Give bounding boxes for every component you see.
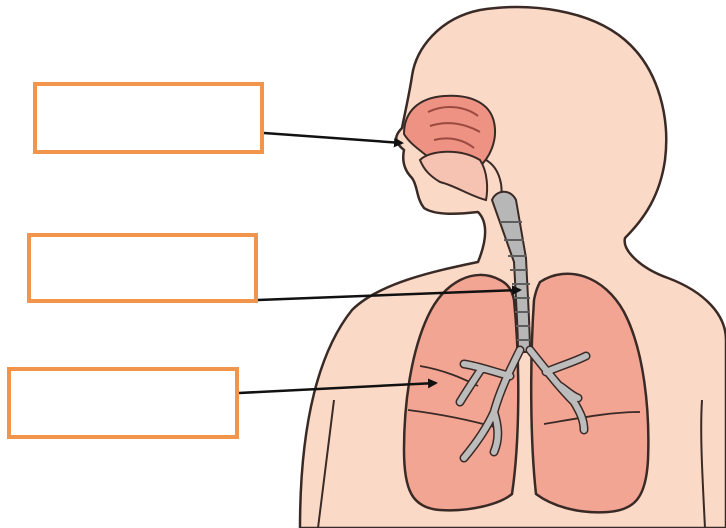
- nose-label-box[interactable]: [33, 82, 264, 154]
- nose-pointer-arrow: [264, 133, 402, 143]
- lungs-label-box[interactable]: [7, 367, 239, 439]
- trachea-label-box[interactable]: [27, 233, 258, 303]
